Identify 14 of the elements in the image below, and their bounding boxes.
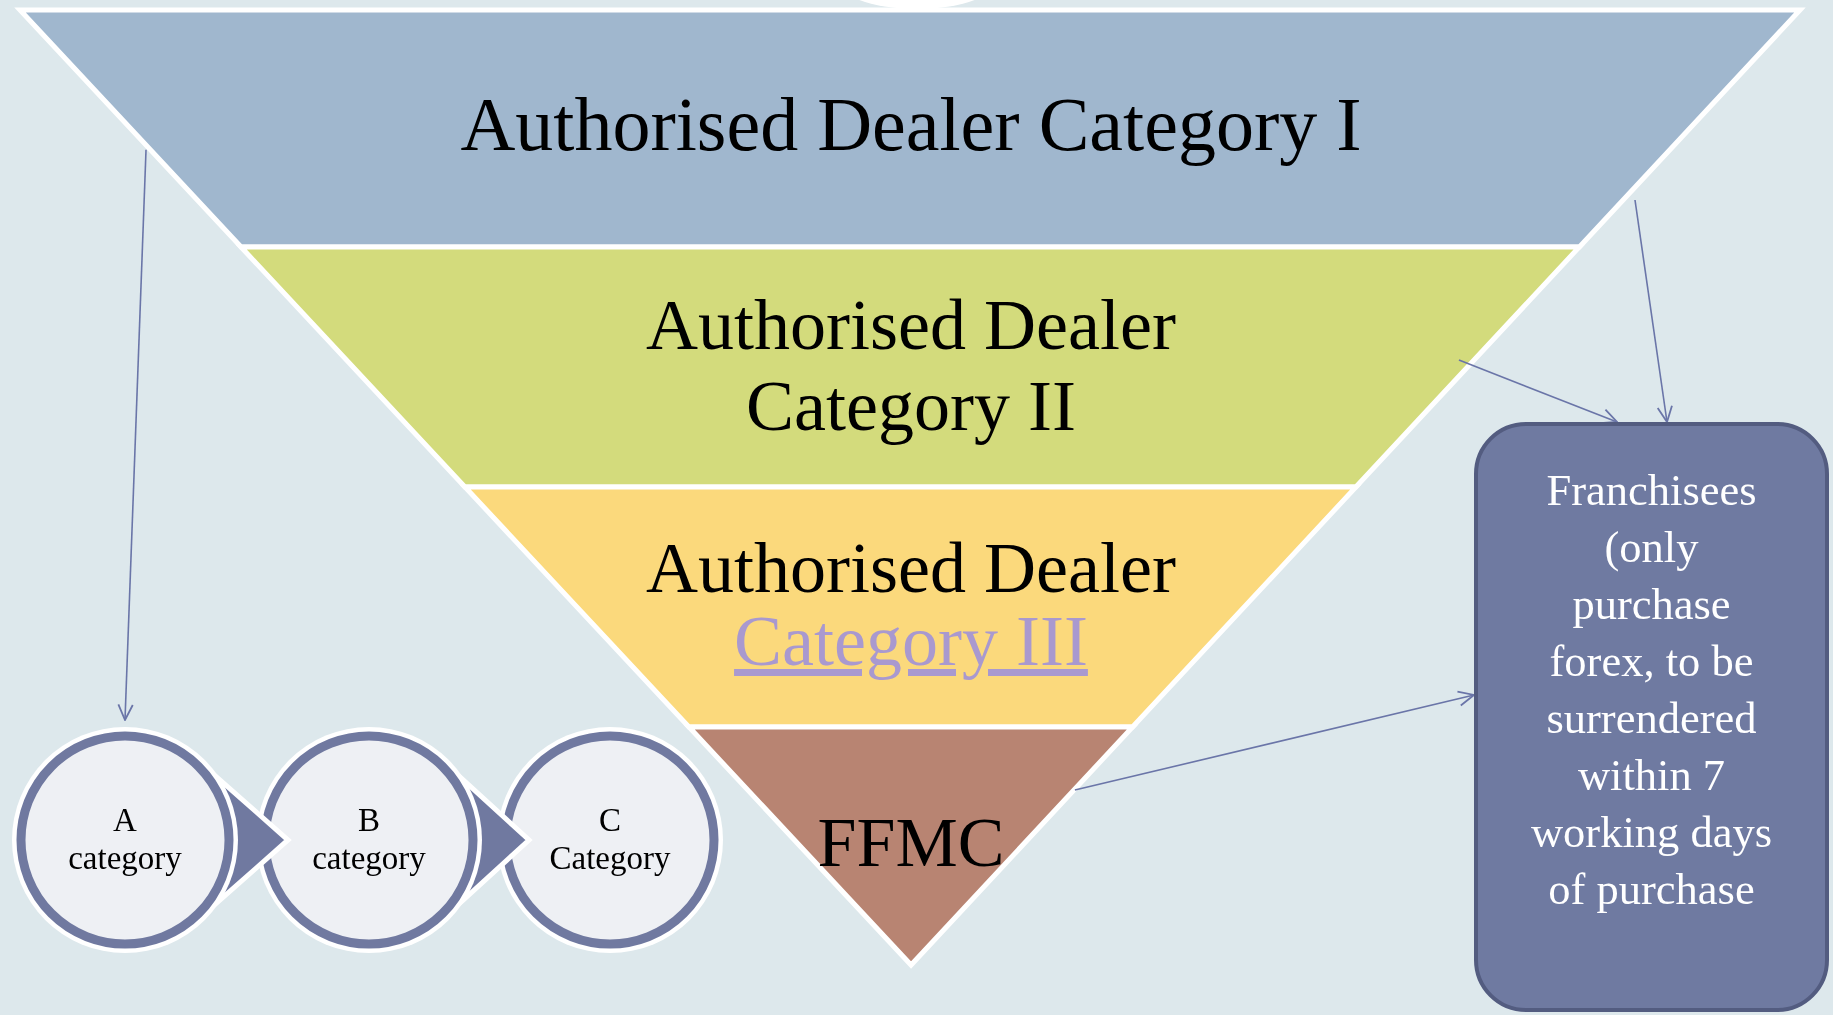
arrow: [1634, 199, 1673, 423]
band-label: Authorised Dealer Category I: [460, 82, 1362, 168]
band-label: Authorised Dealer: [646, 531, 1176, 605]
text-box: [1474, 422, 1829, 1012]
circle-label: B category: [311, 802, 427, 878]
arrow: [117, 149, 147, 721]
circle-label: A category: [67, 802, 183, 878]
circle-label: C Category: [549, 802, 671, 878]
band-label: FFMC: [817, 803, 1005, 883]
band-label: Authorised Dealer Category II: [645, 285, 1177, 447]
arrow: [1458, 359, 1618, 424]
link: Category III: [734, 605, 1088, 679]
arrow: [1074, 690, 1475, 791]
box-text: Franchisees (only purchase forex, to be surrendered within 7 working days of purchase: [1530, 464, 1773, 916]
